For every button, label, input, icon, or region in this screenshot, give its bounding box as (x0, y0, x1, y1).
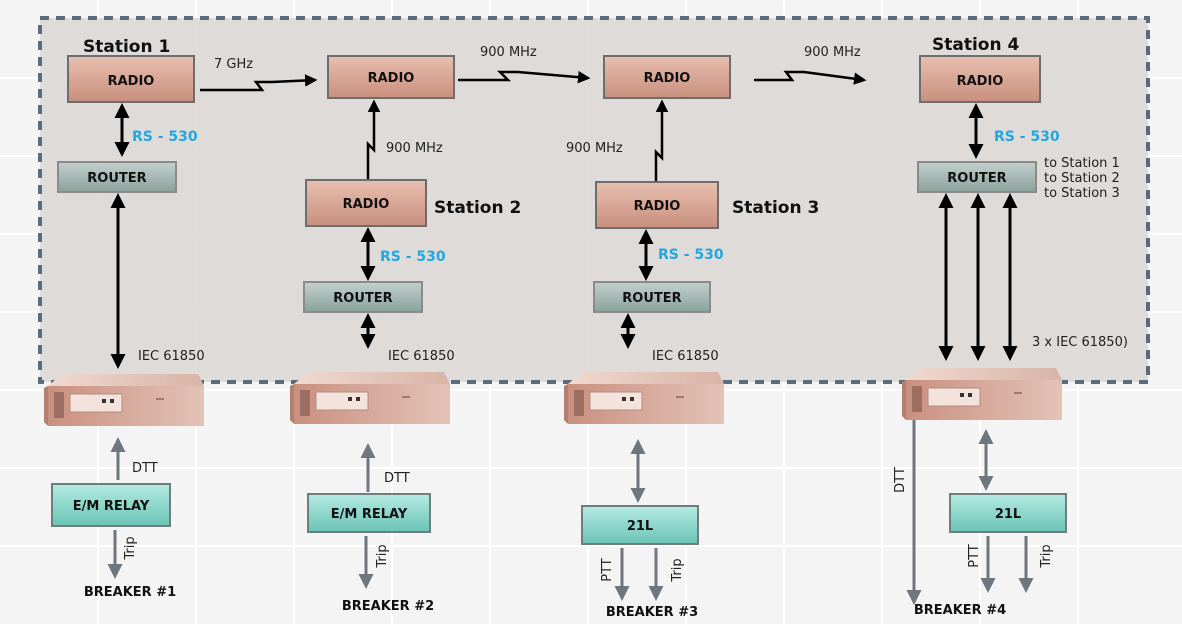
station-3-ptt-label: PTT (600, 558, 615, 582)
station-4-router-note-2: to Station 2 (1044, 171, 1120, 186)
station-4-breaker: BREAKER #4 (914, 603, 1006, 618)
station-2-iec: IEC 61850 (388, 349, 455, 364)
station-1-title: Station 1 (83, 37, 170, 57)
station-2-router-label: ROUTER (333, 291, 392, 306)
station-2-protection-device (290, 372, 450, 424)
station-1-trip-label: Trip (123, 536, 138, 560)
station-3-radio-top-label: RADIO (644, 71, 691, 86)
station-2-dtt-label: DTT (384, 471, 410, 486)
station-4-router-label: ROUTER (947, 171, 1006, 186)
station-4-trip-label: Trip (1039, 544, 1054, 568)
link-7ghz-label: 7 GHz (214, 57, 253, 72)
station-3-router-label: ROUTER (622, 291, 681, 306)
station-4-radio-label: RADIO (957, 74, 1004, 89)
station-4-title: Station 4 (932, 35, 1019, 55)
station-2-title: Station 2 (434, 198, 521, 218)
station-4-router-note-3: to Station 3 (1044, 186, 1120, 201)
station-2-radio-top-label: RADIO (368, 71, 415, 86)
station-2-breaker: BREAKER #2 (342, 599, 434, 614)
station-1-router-label: ROUTER (87, 171, 146, 186)
station-2-link-label: 900 MHz (386, 141, 443, 156)
station-3-trip-label: Trip (670, 558, 685, 582)
station-3-link-label: 900 MHz (566, 141, 623, 156)
station-4-dtt-label: DTT (893, 467, 908, 493)
station-4-rs530: RS - 530 (994, 129, 1060, 145)
station-1-iec: IEC 61850 (138, 349, 205, 364)
station-1-radio-label: RADIO (108, 74, 155, 89)
station-2-trip-label: Trip (375, 544, 390, 568)
station-2-relay-label: E/M RELAY (331, 507, 408, 522)
link-900mhz-b-label: 900 MHz (804, 45, 861, 60)
station-1-breaker: BREAKER #1 (84, 585, 176, 600)
station-3-breaker: BREAKER #3 (606, 605, 698, 620)
station-3-title: Station 3 (732, 198, 819, 218)
station-4-protection-device (902, 368, 1062, 420)
station-3-relay-label: 21L (627, 519, 653, 534)
station-3-iec: IEC 61850 (652, 349, 719, 364)
station-2-radio-label: RADIO (343, 197, 390, 212)
station-4-ptt-label: PTT (967, 544, 982, 568)
station-2-rs530: RS - 530 (380, 249, 446, 265)
link-900mhz-a-label: 900 MHz (480, 45, 537, 60)
station-1-rs530: RS - 530 (132, 129, 198, 145)
station-3-radio-label: RADIO (634, 199, 681, 214)
station-1-protection-device (44, 374, 204, 426)
station-4-router-note-1: to Station 1 (1044, 156, 1120, 171)
station-4-iec: 3 x IEC 61850) (1032, 335, 1128, 350)
station-3-rs530: RS - 530 (658, 247, 724, 263)
station-3-protection-device (564, 372, 724, 424)
station-4-relay-label: 21L (995, 507, 1021, 522)
station-1-dtt-label: DTT (132, 461, 158, 476)
station-1-relay-label: E/M RELAY (73, 499, 150, 514)
